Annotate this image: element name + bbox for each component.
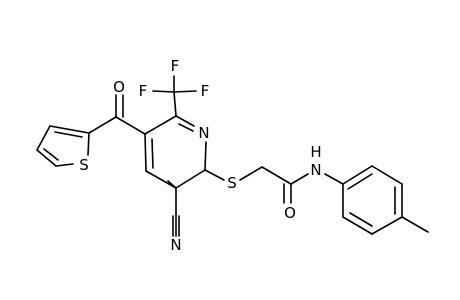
pyridine-ring [144, 115, 207, 189]
bond-ring-c3-c4-double [167, 180, 177, 189]
atom-label-thioether-sulfur: S [227, 174, 237, 192]
bond-aryl-2 [371, 165, 403, 185]
bond-aryl-4 [371, 216, 403, 235]
bond-thio-s-c2 [87, 132, 90, 156]
ketone-group [88, 94, 146, 135]
bond-ring-c4-c5 [144, 133, 147, 172]
bond-aryl-5-double [349, 212, 373, 227]
bond-ring-c3-c4 [145, 170, 177, 189]
thiophene-ring [36, 125, 90, 167]
atom-label-amide-hydrogen: H [310, 143, 321, 161]
atom-label-amide-oxygen: O [284, 204, 296, 222]
bond-ring-n-c2 [204, 141, 207, 171]
atom-label-f-left: F [139, 82, 148, 100]
bond-cf3-right [173, 90, 197, 93]
atom-label-carbonyl-oxygen: O [113, 78, 125, 96]
bond-n-aryl [324, 173, 344, 185]
bond-aryl-methyl [401, 216, 429, 233]
bond-ring-c6-n-double [178, 123, 194, 132]
bond-thio-c5-s [55, 163, 74, 167]
bond-ring-c6-n [175, 115, 195, 127]
atom-label-thiophene-sulfur: S [79, 156, 89, 174]
amide-group [283, 173, 344, 204]
bond-ring-c4-c5-double [151, 138, 154, 169]
nitrile-group [172, 187, 180, 237]
trifluoromethyl-group [152, 75, 197, 117]
atom-label-amide-nitrogen: N [310, 161, 321, 179]
bond-thio-c4-c5 [36, 149, 57, 167]
bond-cf3-ring [173, 91, 177, 117]
bond-c5-carbonyl [115, 116, 146, 135]
bond-ring-c6-c5 [144, 115, 177, 135]
tolyl-ring [342, 165, 429, 235]
bond-amide-cn [290, 173, 309, 185]
bond-aryl-5 [342, 216, 373, 235]
atom-label-pyridine-nitrogen: N [198, 124, 209, 142]
bond-cf3-left [152, 90, 175, 93]
bond-aryl-1 [342, 165, 373, 185]
bond-carbonyl-thiophene [88, 116, 117, 134]
atom-label-f-right: F [201, 82, 210, 100]
atom-label-nitrile-nitrogen: N [170, 236, 181, 254]
bond-thio-c2-c3 [49, 125, 90, 134]
thioether-linker [204, 166, 292, 185]
bond-thio-c4-c5-double [43, 148, 59, 161]
atom-label-f-top: F [171, 57, 180, 75]
bond-ring-c2-c3 [175, 169, 206, 189]
bond-thio-c2-c3-double [54, 131, 83, 138]
bond-c2-s [204, 169, 225, 181]
bond-thio-c3-c4 [36, 125, 51, 151]
bond-ch2-carbonyl [261, 166, 292, 185]
bond-aryl-1-double [347, 173, 373, 190]
bond-s-ch2 [239, 166, 263, 181]
